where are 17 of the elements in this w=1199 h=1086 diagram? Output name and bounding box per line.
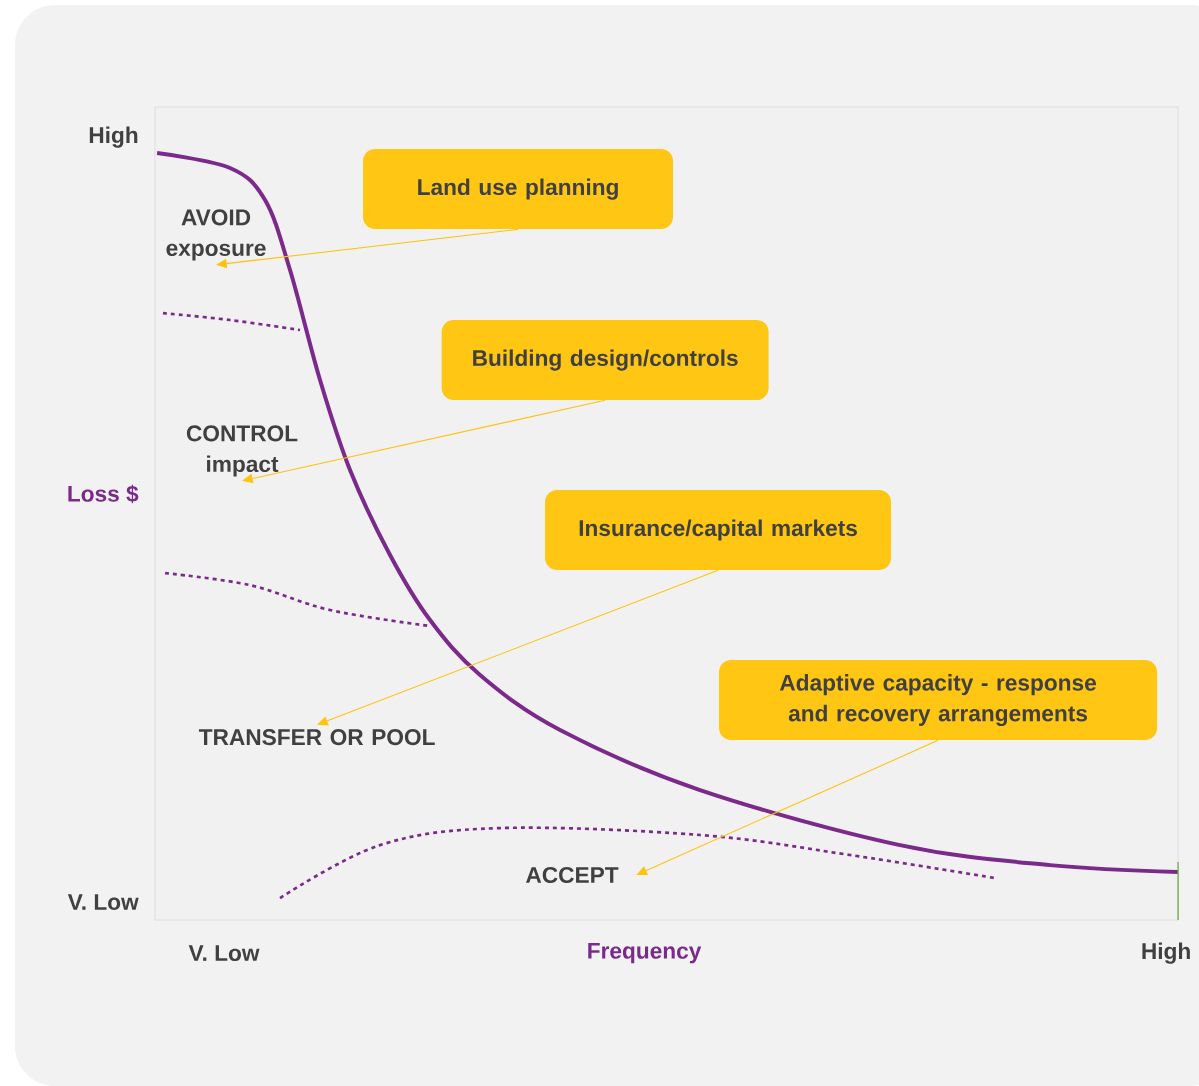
axis-label: Frequency xyxy=(588,942,702,964)
arrow xyxy=(242,399,606,484)
axis-label: Loss $ xyxy=(68,484,139,504)
arrow xyxy=(216,228,519,269)
axis-label: V. Low xyxy=(67,894,139,910)
text-box: Land use planning xyxy=(363,149,674,230)
arrow xyxy=(317,569,719,726)
zone-label: TRANSFER OR POOL xyxy=(198,729,435,746)
zone-label: CONTROL impact xyxy=(186,425,298,477)
text-box: Insurance/capital markets xyxy=(545,490,892,570)
text-box: Adaptive capacity - response and recovery arrangements xyxy=(719,660,1158,740)
zone-label: AVOID exposure xyxy=(166,209,266,261)
zone-label: ACCEPT xyxy=(526,866,619,883)
axis-label: V. Low xyxy=(188,945,260,961)
axis-label: High xyxy=(1142,942,1190,964)
text-box: Building design/controls xyxy=(441,320,769,400)
axis-label: High xyxy=(89,126,138,148)
